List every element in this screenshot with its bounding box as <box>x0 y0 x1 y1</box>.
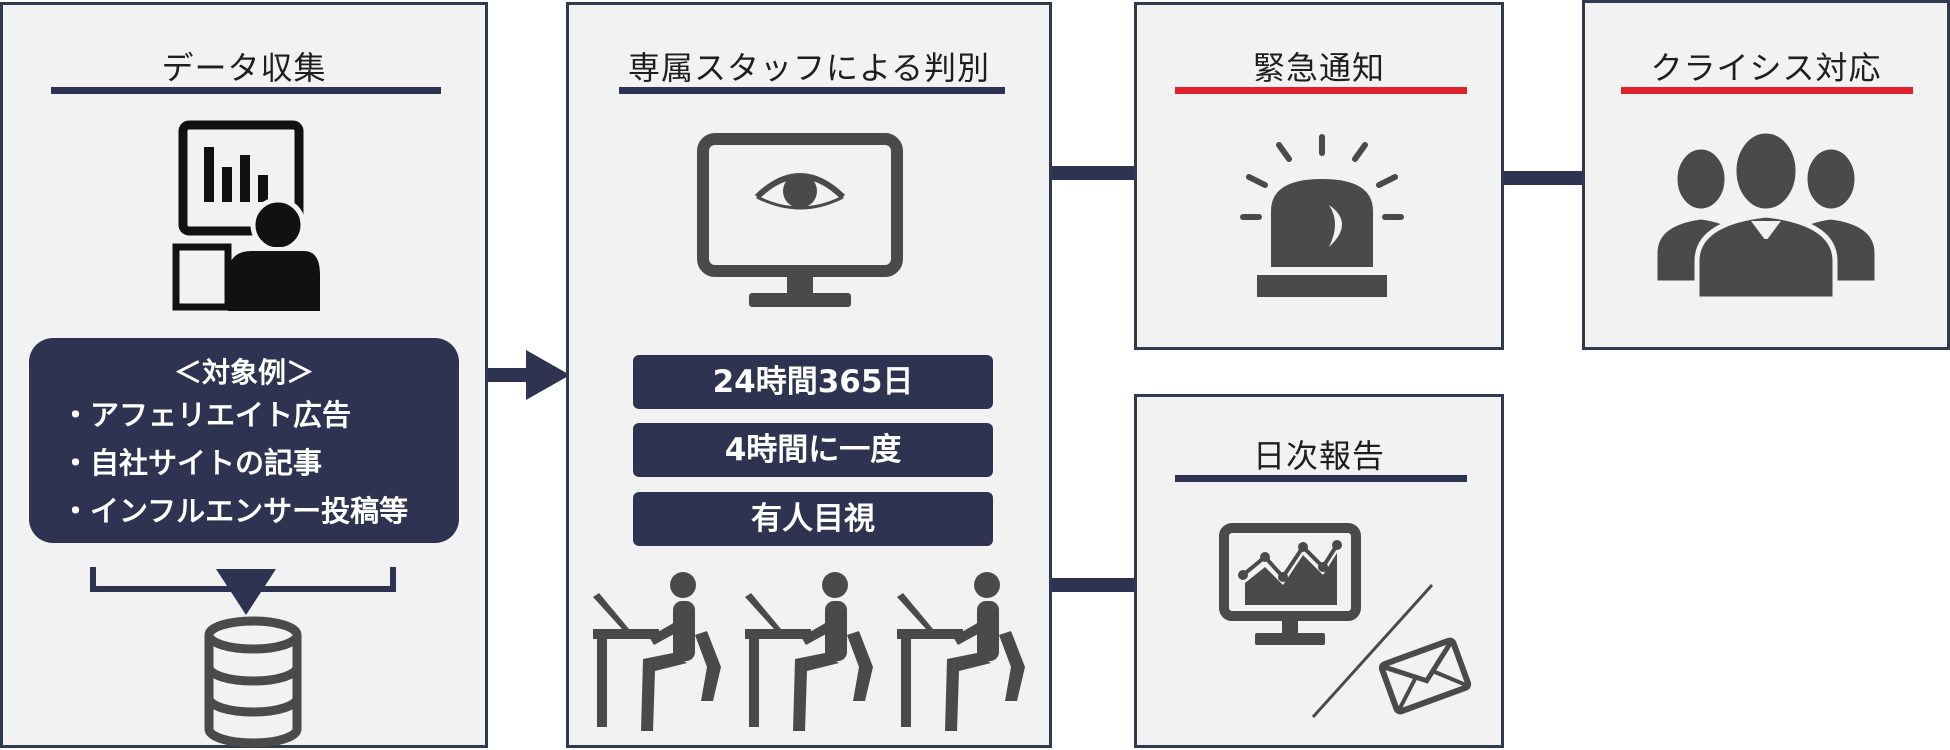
panel-data-collection: データ収集 ＜対象例＞ ・アフェリエイト広告 ・自社サイトの記事 ・インフルエン… <box>0 2 488 748</box>
monitor-chart-icon <box>1219 523 1361 645</box>
panel-title: クライシス対応 <box>1650 49 1882 87</box>
tag-every-4-hours: 4時間に一度 <box>633 423 993 477</box>
panel-crisis-response: クライシス対応 <box>1582 0 1950 350</box>
panel-title: 緊急通知 <box>1252 49 1385 87</box>
bracket-down-arrow <box>90 567 396 615</box>
target-examples-box: ＜対象例＞ ・アフェリエイト広告 ・自社サイトの記事 ・インフルエンサー投稿等 <box>29 338 459 543</box>
title-underline <box>1621 87 1913 94</box>
seated-worker-icon <box>593 572 721 731</box>
seated-worker-icon <box>745 572 873 731</box>
panel-title: 専属スタッフによる判別 <box>627 49 991 87</box>
slash-divider <box>1311 583 1434 719</box>
business-team-icon <box>1652 128 1880 302</box>
tag-24-365: 24時間365日 <box>633 355 993 409</box>
example-item: ・インフルエンサー投稿等 <box>61 494 409 528</box>
panel-emergency-notification: 緊急通知 <box>1134 2 1504 350</box>
examples-heading: ＜対象例＞ <box>173 356 314 389</box>
panel-title: 日次報告 <box>1252 437 1385 475</box>
title-underline <box>51 87 441 94</box>
title-underline <box>619 87 1005 94</box>
title-underline <box>1175 475 1467 482</box>
monitor-eye-icon <box>697 133 903 307</box>
panel-title: データ収集 <box>161 49 327 87</box>
tag-human-visual: 有人目視 <box>633 492 993 546</box>
example-item: ・自社サイトの記事 <box>61 446 323 480</box>
arrow-right-icon <box>488 350 570 400</box>
example-item: ・アフェリエイト広告 <box>61 398 352 432</box>
envelope-icon <box>1378 637 1472 715</box>
title-underline <box>1175 87 1467 94</box>
panel-daily-report: 日次報告 <box>1134 394 1504 748</box>
chart-board-person-icon <box>172 120 324 315</box>
database-icon <box>204 616 302 748</box>
seated-worker-icon <box>897 572 1025 731</box>
siren-icon <box>1240 134 1404 297</box>
